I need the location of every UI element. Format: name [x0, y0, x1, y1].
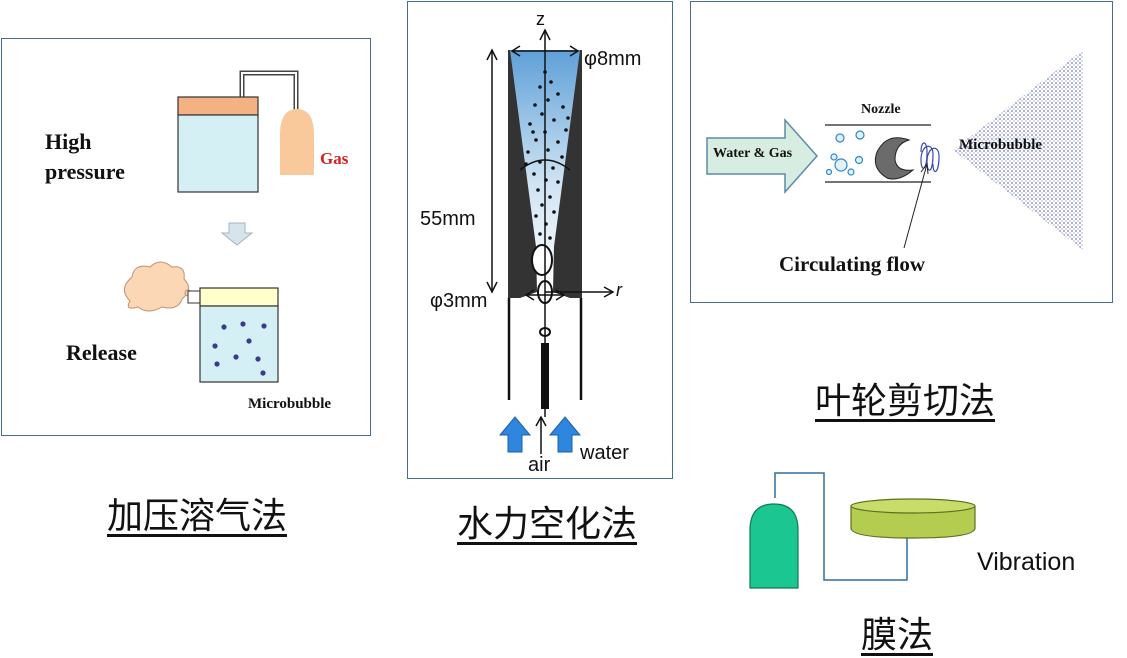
pressure-dissolution-panel: High pressure Gas Release Microbubble	[1, 38, 371, 436]
high-pressure-label: High pressure	[45, 127, 125, 187]
microbubble-spray	[953, 50, 1083, 250]
water-gas-label: Water & Gas	[713, 146, 793, 161]
high-pressure-line1: High	[45, 129, 92, 154]
high-pressure-line2: pressure	[45, 159, 125, 184]
air-label: air	[528, 454, 551, 476]
vibration-label: Vibration	[977, 548, 1076, 576]
gas-cylinder	[280, 109, 314, 175]
inlet-bubbles	[825, 130, 865, 176]
impeller-diagram	[706, 50, 1083, 250]
high-pressure-tank-lid	[177, 96, 259, 116]
top-diameter-label: φ8mm	[584, 48, 642, 70]
high-pressure-tank	[177, 114, 259, 193]
membrane-tube	[774, 472, 908, 581]
release-label: Release	[66, 340, 137, 365]
water-inflow-arrow-right-icon	[548, 416, 582, 453]
microbubble-cloud	[524, 70, 570, 240]
water-gas-inflow-arrow	[706, 118, 819, 194]
gas-release-cloud-icon	[124, 261, 189, 312]
length-label: 55mm	[420, 208, 476, 230]
r-axis-label: r	[616, 280, 622, 300]
impeller-microbubble-label: Microbubble	[959, 137, 1043, 153]
nozzle-label: Nozzle	[861, 102, 901, 117]
circulating-flow-label: Circulating flow	[779, 252, 926, 276]
pressure-dissolution-caption: 加压溶气法	[107, 496, 288, 537]
membrane-gas-cylinder	[749, 503, 799, 589]
gas-label: Gas	[320, 149, 349, 168]
water-inflow-arrow-left-icon	[498, 416, 532, 453]
z-axis-label: z	[536, 9, 545, 29]
process-arrow-icon	[220, 222, 254, 246]
cavitation-panel: z r φ8mm 55mm φ3mm air water	[407, 1, 673, 479]
dissolved-bubbles	[212, 321, 267, 376]
membrane-disc	[850, 506, 976, 539]
impeller-panel: Water & Gas Nozzle Microbubble Circulati…	[690, 1, 1113, 303]
cavitation-diagram	[486, 28, 615, 454]
impeller-caption: 叶轮剪切法	[815, 381, 996, 422]
cavitation-caption: 水力空化法	[457, 504, 638, 545]
membrane-caption: 膜法	[861, 615, 934, 656]
microbubble-label: Microbubble	[248, 396, 332, 412]
throat-diameter-label: φ3mm	[430, 290, 488, 312]
pressure-dissolution-diagram	[124, 70, 314, 383]
impeller-blade-icon	[874, 137, 915, 180]
membrane-diagram	[749, 472, 976, 589]
release-tank-lid	[199, 287, 279, 307]
water-label: water	[580, 442, 629, 464]
circulating-flow-spiral-icon	[920, 142, 940, 173]
release-tank	[199, 305, 279, 383]
